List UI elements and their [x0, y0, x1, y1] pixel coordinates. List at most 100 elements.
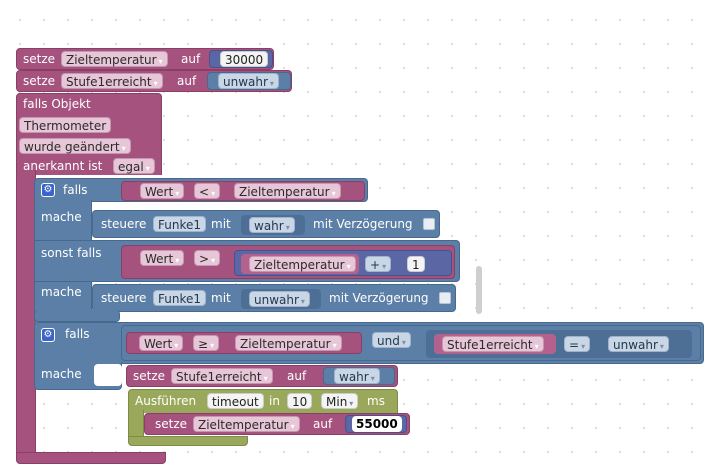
operator-value: <: [199, 185, 210, 199]
wert-dropdown[interactable]: Wert▾: [139, 335, 184, 351]
boolean-dropdown[interactable]: unwahr▾: [218, 73, 279, 89]
device-field[interactable]: Funke1: [153, 216, 206, 232]
chevron-down-icon: ▾: [581, 342, 586, 351]
set-stufe1erreicht-block[interactable]: setze Stufe1erreicht▾ auf unwahr▾: [16, 70, 292, 92]
math-operator-dropdown[interactable]: +▾: [365, 256, 392, 272]
variable-dropdown[interactable]: Stufe1erreicht▾: [442, 336, 544, 352]
falls-label: falls: [63, 183, 88, 197]
operator-dropdown[interactable]: ≥▾: [193, 335, 220, 351]
boolean-block[interactable]: wahr▾: [323, 367, 395, 385]
boolean-value: unwahr: [254, 293, 299, 307]
steuere-block-2[interactable]: steuere Funke1 mit unwahr▾ mit Verzögeru…: [92, 284, 456, 312]
boolean-dropdown[interactable]: unwahr▾: [249, 291, 310, 307]
compare-block[interactable]: Wert▾ ≥▾ Zieltemperatur▾: [126, 332, 362, 354]
set-stufe1erreicht-block[interactable]: setze Stufe1erreicht▾ auf wahr▾: [126, 365, 398, 387]
variable-dropdown[interactable]: Zieltemperatur▾: [234, 183, 341, 199]
trigger-spine: [16, 170, 36, 460]
variable-dropdown[interactable]: Zieltemperatur▾: [193, 416, 300, 432]
chevron-down-icon: ▾: [370, 374, 375, 383]
ack-dropdown[interactable]: egal▾: [113, 158, 155, 174]
math-block[interactable]: Zieltemperatur▾ +▾ 1: [234, 250, 452, 276]
gear-icon[interactable]: ⚙: [41, 328, 55, 342]
boolean-block[interactable]: wahr▾: [241, 215, 305, 235]
chevron-down-icon: ▾: [300, 297, 305, 306]
number-input[interactable]: 1: [407, 256, 425, 272]
auf-label: auf: [177, 74, 197, 88]
steuere-block-1[interactable]: steuere Funke1 mit wahr▾ mit Verzögerung: [92, 210, 440, 238]
setze-label: setze: [133, 369, 166, 383]
if-block-2[interactable]: ⚙ falls Wert▾ ≥▾ Zieltemperatur▾ und▾ St…: [34, 322, 704, 364]
chevron-down-icon: ▾: [269, 79, 274, 88]
boolean-dropdown[interactable]: wahr▾: [249, 217, 295, 233]
delay-checkbox[interactable]: [439, 292, 451, 304]
timeout-name-field[interactable]: timeout: [207, 393, 264, 409]
ack-value: egal: [118, 160, 144, 174]
chevron-down-icon: ▾: [331, 189, 336, 198]
chevron-down-icon: ▾: [349, 399, 354, 408]
gear-icon[interactable]: ⚙: [41, 183, 55, 197]
variable-name: Stufe1erreicht: [66, 75, 152, 89]
number-input[interactable]: 55000: [352, 416, 402, 432]
delay-label: mit Verzögerung: [329, 291, 429, 305]
eq-block[interactable]: Stufe1erreicht▾ =▾ unwahr▾: [426, 330, 692, 358]
variable-name: Zieltemperatur: [254, 258, 345, 272]
and-block[interactable]: Wert▾ ≥▾ Zieltemperatur▾ und▾ Stufe1erre…: [121, 325, 701, 361]
object-field[interactable]: Thermometer: [19, 117, 112, 133]
operator-dropdown[interactable]: <▾: [194, 183, 221, 199]
wert-value: Wert: [144, 337, 173, 351]
operator-value: ≥: [198, 337, 209, 351]
change-dropdown[interactable]: wurde geändert▾: [19, 138, 131, 154]
and-value: und: [377, 334, 400, 348]
variable-name: Zieltemperatur: [240, 337, 331, 351]
variable-name: Zieltemperatur: [198, 418, 289, 432]
chevron-down-icon: ▾: [175, 189, 180, 198]
boolean-dropdown[interactable]: unwahr▾: [608, 336, 669, 352]
compare-block[interactable]: Wert▾ <▾ Zieltemperatur▾: [121, 181, 365, 201]
variable-block[interactable]: Zieltemperatur▾: [241, 254, 359, 274]
wert-dropdown[interactable]: Wert▾: [140, 183, 185, 199]
chevron-down-icon: ▾: [285, 223, 290, 232]
workspace-scrollbar[interactable]: [476, 266, 482, 314]
set-zieltemperatur-block-2[interactable]: setze Zieltemperatur▾ auf 55000: [144, 413, 410, 435]
chevron-down-icon: ▾: [211, 256, 216, 265]
timeout-value-input[interactable]: 10: [287, 393, 313, 409]
number-input[interactable]: 30000: [220, 51, 269, 67]
number-block[interactable]: 30000: [209, 50, 273, 68]
ausfuehren-label: Ausführen: [135, 394, 197, 408]
boolean-block[interactable]: unwahr▾: [241, 289, 321, 309]
auf-label: auf: [287, 369, 307, 383]
timeout-bottom: [128, 436, 248, 446]
variable-dropdown[interactable]: Zieltemperatur▾: [61, 51, 168, 67]
trigger-block[interactable]: falls Objekt Thermometer wurde geändert▾…: [16, 93, 162, 175]
variable-dropdown[interactable]: Stufe1erreicht▾: [171, 368, 273, 384]
boolean-block[interactable]: unwahr▾: [207, 72, 291, 90]
if-block-1[interactable]: ⚙ falls Wert▾ <▾ Zieltemperatur▾: [34, 178, 368, 202]
boolean-dropdown[interactable]: wahr▾: [334, 368, 380, 384]
device-field[interactable]: Funke1: [153, 290, 206, 306]
setze-label: setze: [155, 417, 188, 431]
delay-label: mit Verzögerung: [313, 217, 413, 231]
variable-block[interactable]: Stufe1erreicht▾: [434, 334, 556, 354]
timeout-block[interactable]: Ausführen timeout in 10 Min▾ ms: [128, 389, 398, 413]
boolean-value: wahr: [339, 370, 369, 384]
variable-dropdown[interactable]: Stufe1erreicht▾: [61, 73, 163, 89]
number-block[interactable]: 55000: [345, 415, 407, 433]
delay-checkbox[interactable]: [423, 218, 435, 230]
variable-name: Zieltemperatur: [239, 185, 330, 199]
elseif-row[interactable]: sonst falls Wert▾ >▾ Zieltemperatur▾ +▾ …: [34, 240, 460, 282]
compare-block[interactable]: Wert▾ >▾ Zieltemperatur▾ +▾ 1: [121, 245, 455, 279]
and-dropdown[interactable]: und▾: [372, 332, 411, 348]
variable-dropdown[interactable]: Zieltemperatur▾: [235, 335, 342, 351]
eq-dropdown[interactable]: =▾: [564, 336, 591, 352]
wert-dropdown[interactable]: Wert▾: [140, 250, 185, 266]
operator-dropdown[interactable]: >▾: [194, 250, 221, 266]
operator-value: >: [199, 252, 210, 266]
chevron-down-icon: ▾: [401, 338, 406, 347]
steuere-label: steuere: [101, 291, 147, 305]
set-zieltemperatur-block[interactable]: setze Zieltemperatur▾ auf 30000: [16, 48, 274, 70]
variable-dropdown[interactable]: Zieltemperatur▾: [249, 256, 356, 272]
unit-dropdown[interactable]: Min▾: [321, 393, 359, 409]
boolean-value: unwahr: [223, 75, 268, 89]
auf-label: auf: [313, 417, 333, 431]
wert-value: Wert: [145, 185, 174, 199]
